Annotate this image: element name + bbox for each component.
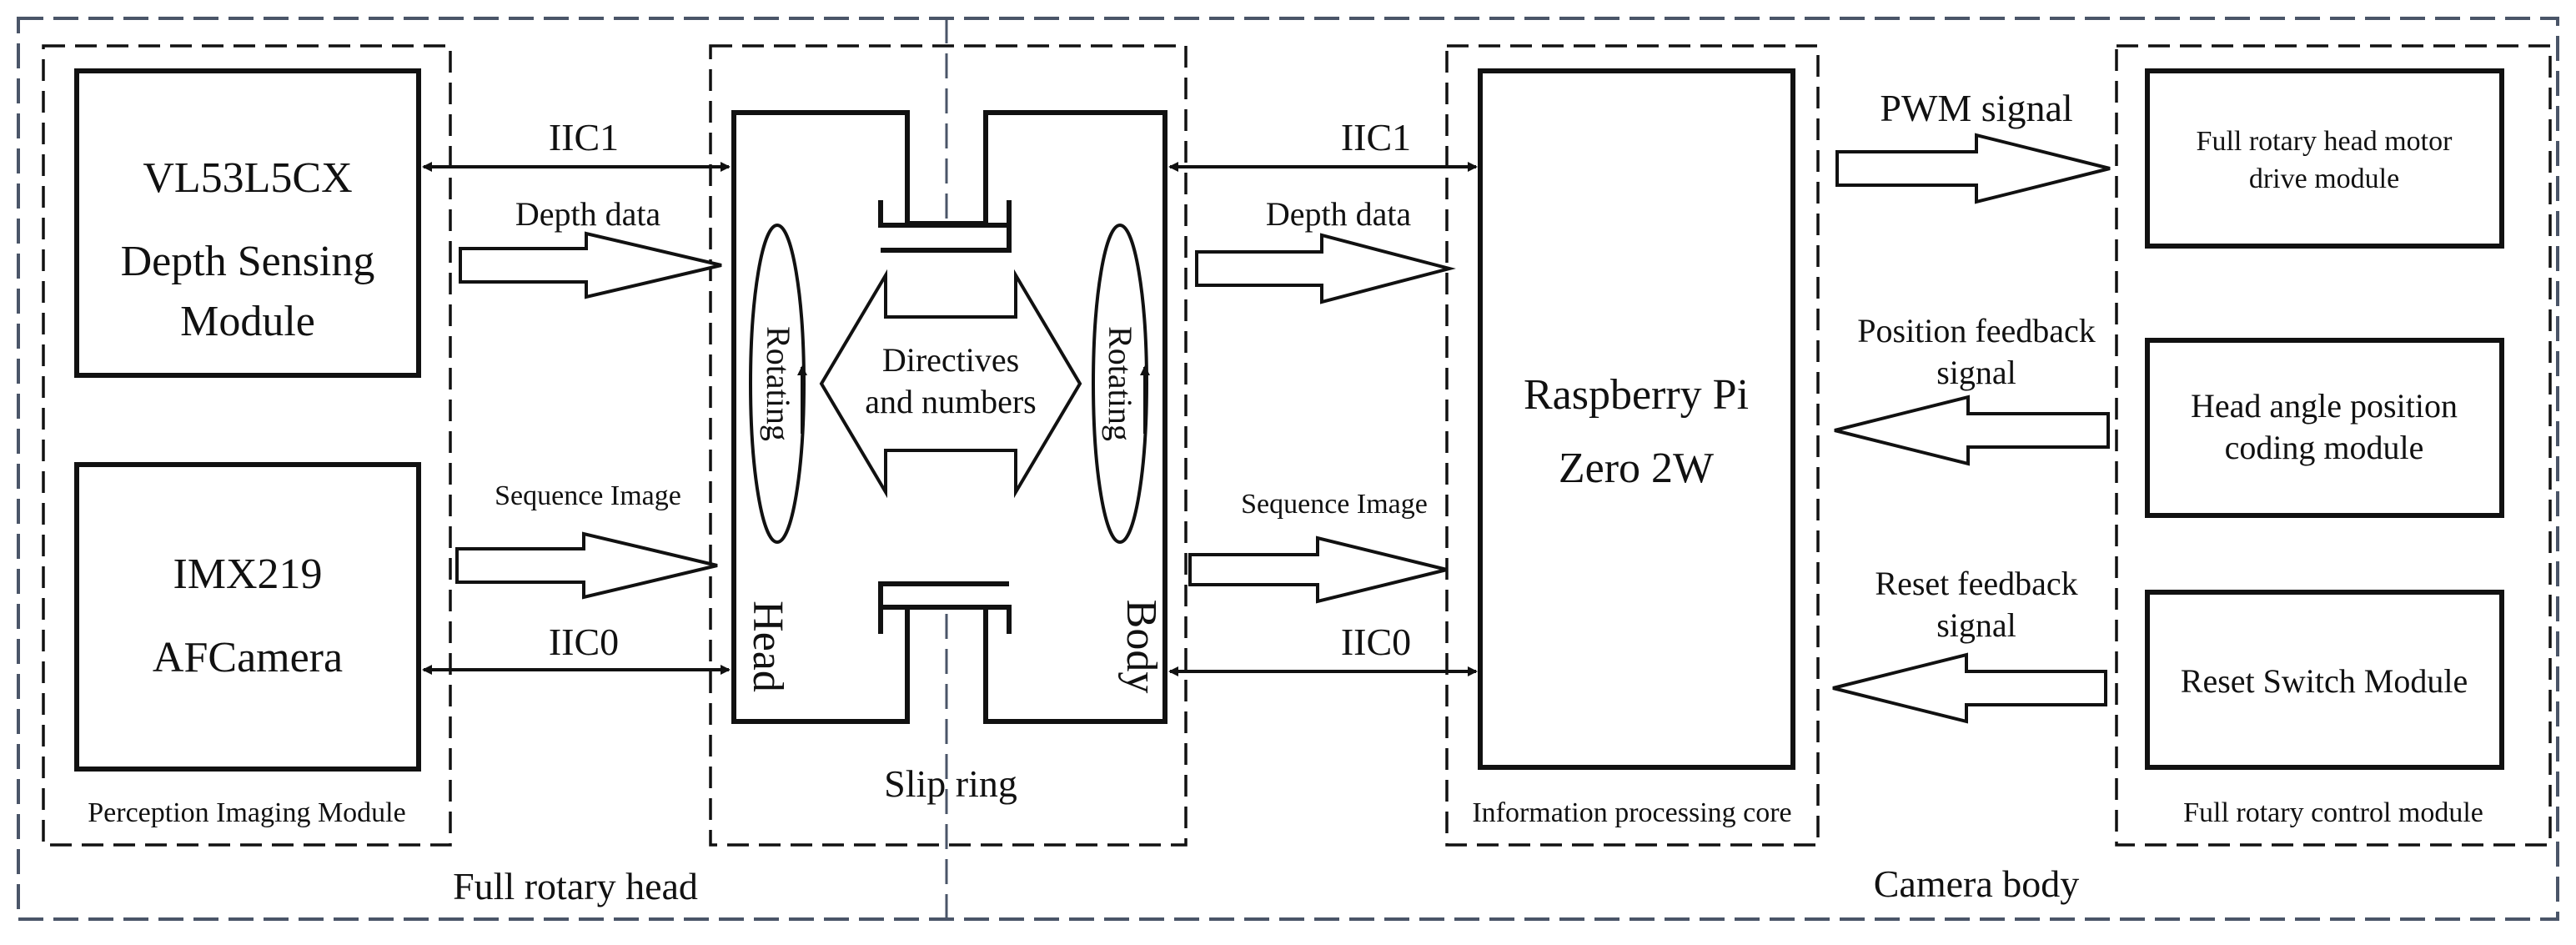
raspberry-pi-box <box>1478 68 1795 770</box>
perception-group-label: Perception Imaging Module <box>88 797 405 828</box>
depth-data-right-arrow <box>1195 233 1456 304</box>
sequence-image-left-arrow <box>455 531 718 600</box>
slipring-group-boundary <box>709 44 1188 847</box>
angle-coding-module-box <box>2145 338 2504 518</box>
directives-double-arrow <box>819 269 1082 499</box>
reset-feedback-line-2: signal <box>1936 606 2016 644</box>
outer-frame <box>17 17 2559 921</box>
pwm-signal-label: PWM signal <box>1880 87 2072 129</box>
depth-data-left-arrow <box>459 231 722 299</box>
reset-feedback-arrow <box>1832 652 2107 724</box>
raspberry-pi-line-1: Raspberry Pi <box>1524 371 1749 419</box>
slipring-lower-right-bracket <box>881 605 1012 634</box>
angle-coding-line-1: Head angle position <box>2191 387 2458 425</box>
reset-switch-module-box <box>2145 590 2504 770</box>
full-rotary-head-label: Full rotary head <box>453 865 698 907</box>
pwm-signal-arrow <box>1835 133 2111 204</box>
slipring-lower-left-bracket <box>878 581 1009 634</box>
depth-sensor-line-2: Depth Sensing <box>121 238 375 285</box>
info-core-group-boundary <box>1445 44 1820 847</box>
slipring-upper-right-bracket <box>881 200 1012 253</box>
camera-line-1: IMX219 <box>173 550 322 598</box>
iic1-left-label: IIC1 <box>549 116 619 158</box>
position-feedback-line-2: signal <box>1936 354 2016 391</box>
depth-sensing-module-box <box>74 68 421 378</box>
raspberry-pi-line-2: Zero 2W <box>1559 445 1714 492</box>
imx219-camera-box <box>74 462 421 772</box>
control-group-boundary <box>2115 44 2552 847</box>
camera-line-2: AFCamera <box>153 634 343 681</box>
depth-sensor-line-3: Module <box>180 298 315 345</box>
directives-line-1: Directives <box>882 341 1019 379</box>
motor-drive-line-1: Full rotary head motor <box>2197 126 2453 157</box>
iic1-right-label: IIC1 <box>1341 116 1411 158</box>
directives-line-2: and numbers <box>865 383 1037 420</box>
sequence-image-left-label: Sequence Image <box>495 480 681 511</box>
iic0-left-label: IIC0 <box>549 621 619 663</box>
control-group-label: Full rotary control module <box>2183 797 2483 828</box>
position-feedback-line-1: Position feedback <box>1857 312 2096 349</box>
depth-sensor-line-1: VL53L5CX <box>143 154 352 202</box>
rotating-label-right: Rotating <box>1102 326 1139 441</box>
head-label: Head <box>744 601 791 692</box>
reset-switch-line-1: Reset Switch Module <box>2181 662 2468 700</box>
perception-group-boundary <box>42 44 452 847</box>
sequence-image-right-label: Sequence Image <box>1241 489 1428 520</box>
angle-coding-line-2: coding module <box>2225 429 2424 466</box>
slipring-group-label: Slip ring <box>884 762 1017 805</box>
motor-drive-line-2: drive module <box>2249 163 2399 194</box>
camera-body-label: Camera body <box>1874 862 2080 905</box>
sequence-image-right-arrow <box>1188 535 1448 604</box>
slipring-upper-left-bracket <box>878 200 1009 228</box>
depth-data-right-label: Depth data <box>1266 195 1412 233</box>
iic0-right-label: IIC0 <box>1341 621 1411 663</box>
motor-drive-module-box <box>2145 68 2504 249</box>
depth-data-left-label: Depth data <box>515 195 661 233</box>
info-core-group-label: Information processing core <box>1472 797 1791 828</box>
body-label: Body <box>1117 600 1165 694</box>
position-feedback-arrow <box>1834 395 2110 466</box>
reset-feedback-line-1: Reset feedback <box>1875 565 2077 602</box>
rotating-label-left: Rotating <box>760 326 797 441</box>
